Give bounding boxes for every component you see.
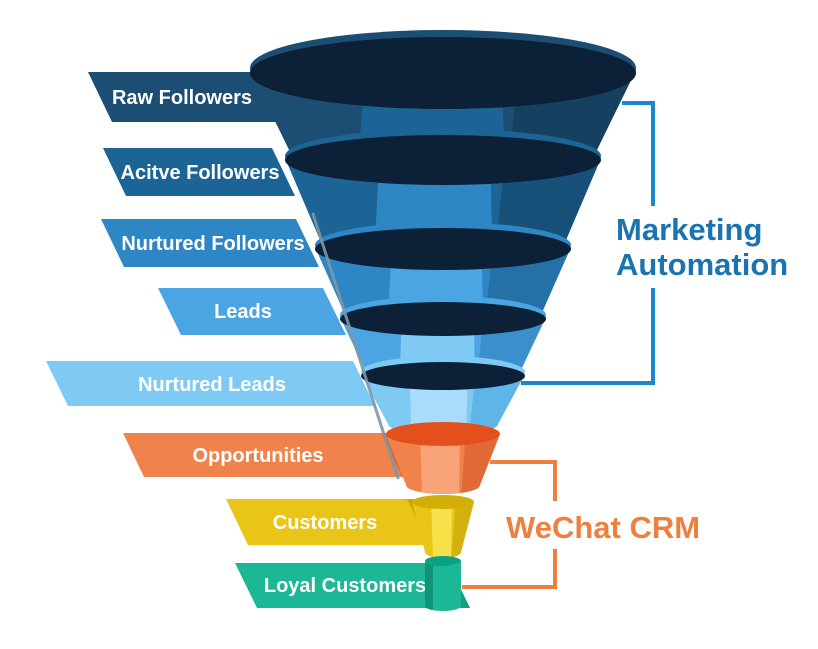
banner-shape-loyal-customers [235,563,470,608]
funnel-rim-customers [412,495,474,509]
banner-shape-leads [158,288,346,335]
banner-shape-nurtured-followers [101,219,319,267]
banner-nurtured-leads: Nurtured Leads [46,361,375,406]
banner-shape-nurtured-leads [46,361,375,406]
banner-label-nurtured-leads: Nurtured Leads [138,374,286,396]
banner-shape-raw-followers [88,72,277,122]
banner-acitve-followers: Acitve Followers [103,148,295,196]
banner-leads: Leads [158,288,346,335]
funnel-band-loyal-customers [425,561,461,611]
banner-label-nurtured-followers: Nurtured Followers [121,233,304,255]
banner-label-leads: Leads [214,301,272,323]
wechat-crm-annotation: WeChat CRM [462,460,700,589]
banner-label-opportunities: Opportunities [192,445,323,467]
banner-label-raw-followers: Raw Followers [112,87,252,109]
funnel-rim-acitve-followers [285,135,601,185]
funnel-stage-loyal-customers [425,556,461,611]
funnel-rim-loyal-customers [425,556,461,566]
marketing-automation-annotation: Marketing Automation [521,101,788,385]
marketing-automation-label-line2: Automation [616,247,788,282]
banner-shape-opportunities [123,433,422,477]
funnel-stage-customers [412,495,474,558]
marketing-automation-label-line1: Marketing [616,212,762,247]
funnel-band-highlight-customers [431,502,452,558]
banner-label-customers: Customers [273,512,377,534]
banner-shape-customers [226,499,449,545]
marketing-automation-bracket-top [622,101,655,206]
connector-line [311,212,400,480]
wechat-crm-bracket-top [490,460,557,501]
funnel-rim-raw-followers [250,37,636,109]
banner-opportunities: Opportunities [123,433,422,477]
banner-label-loyal-customers: Loyal Customers [264,575,426,597]
banner-label-acitve-followers: Acitve Followers [121,162,280,184]
banner-shape-acitve-followers [103,148,295,196]
funnel-band-shade-loyal-customers [425,561,433,611]
banner-nurtured-followers: Nurtured Followers [101,219,319,267]
funnel-3d [250,30,636,611]
funnel-rim-nurtured-leads [361,362,525,390]
banner-raw-followers: Raw Followers [88,72,277,122]
marketing-automation-bracket-bottom [521,288,655,385]
wechat-crm-bracket-bottom [462,549,557,589]
funnel-rim-opportunities [386,422,500,446]
banner-loyal-customers: Loyal Customers [235,563,470,608]
wechat-crm-label: WeChat CRM [506,510,700,545]
funnel-rim-leads [340,302,546,336]
funnel-rim-nurtured-followers [315,228,571,270]
